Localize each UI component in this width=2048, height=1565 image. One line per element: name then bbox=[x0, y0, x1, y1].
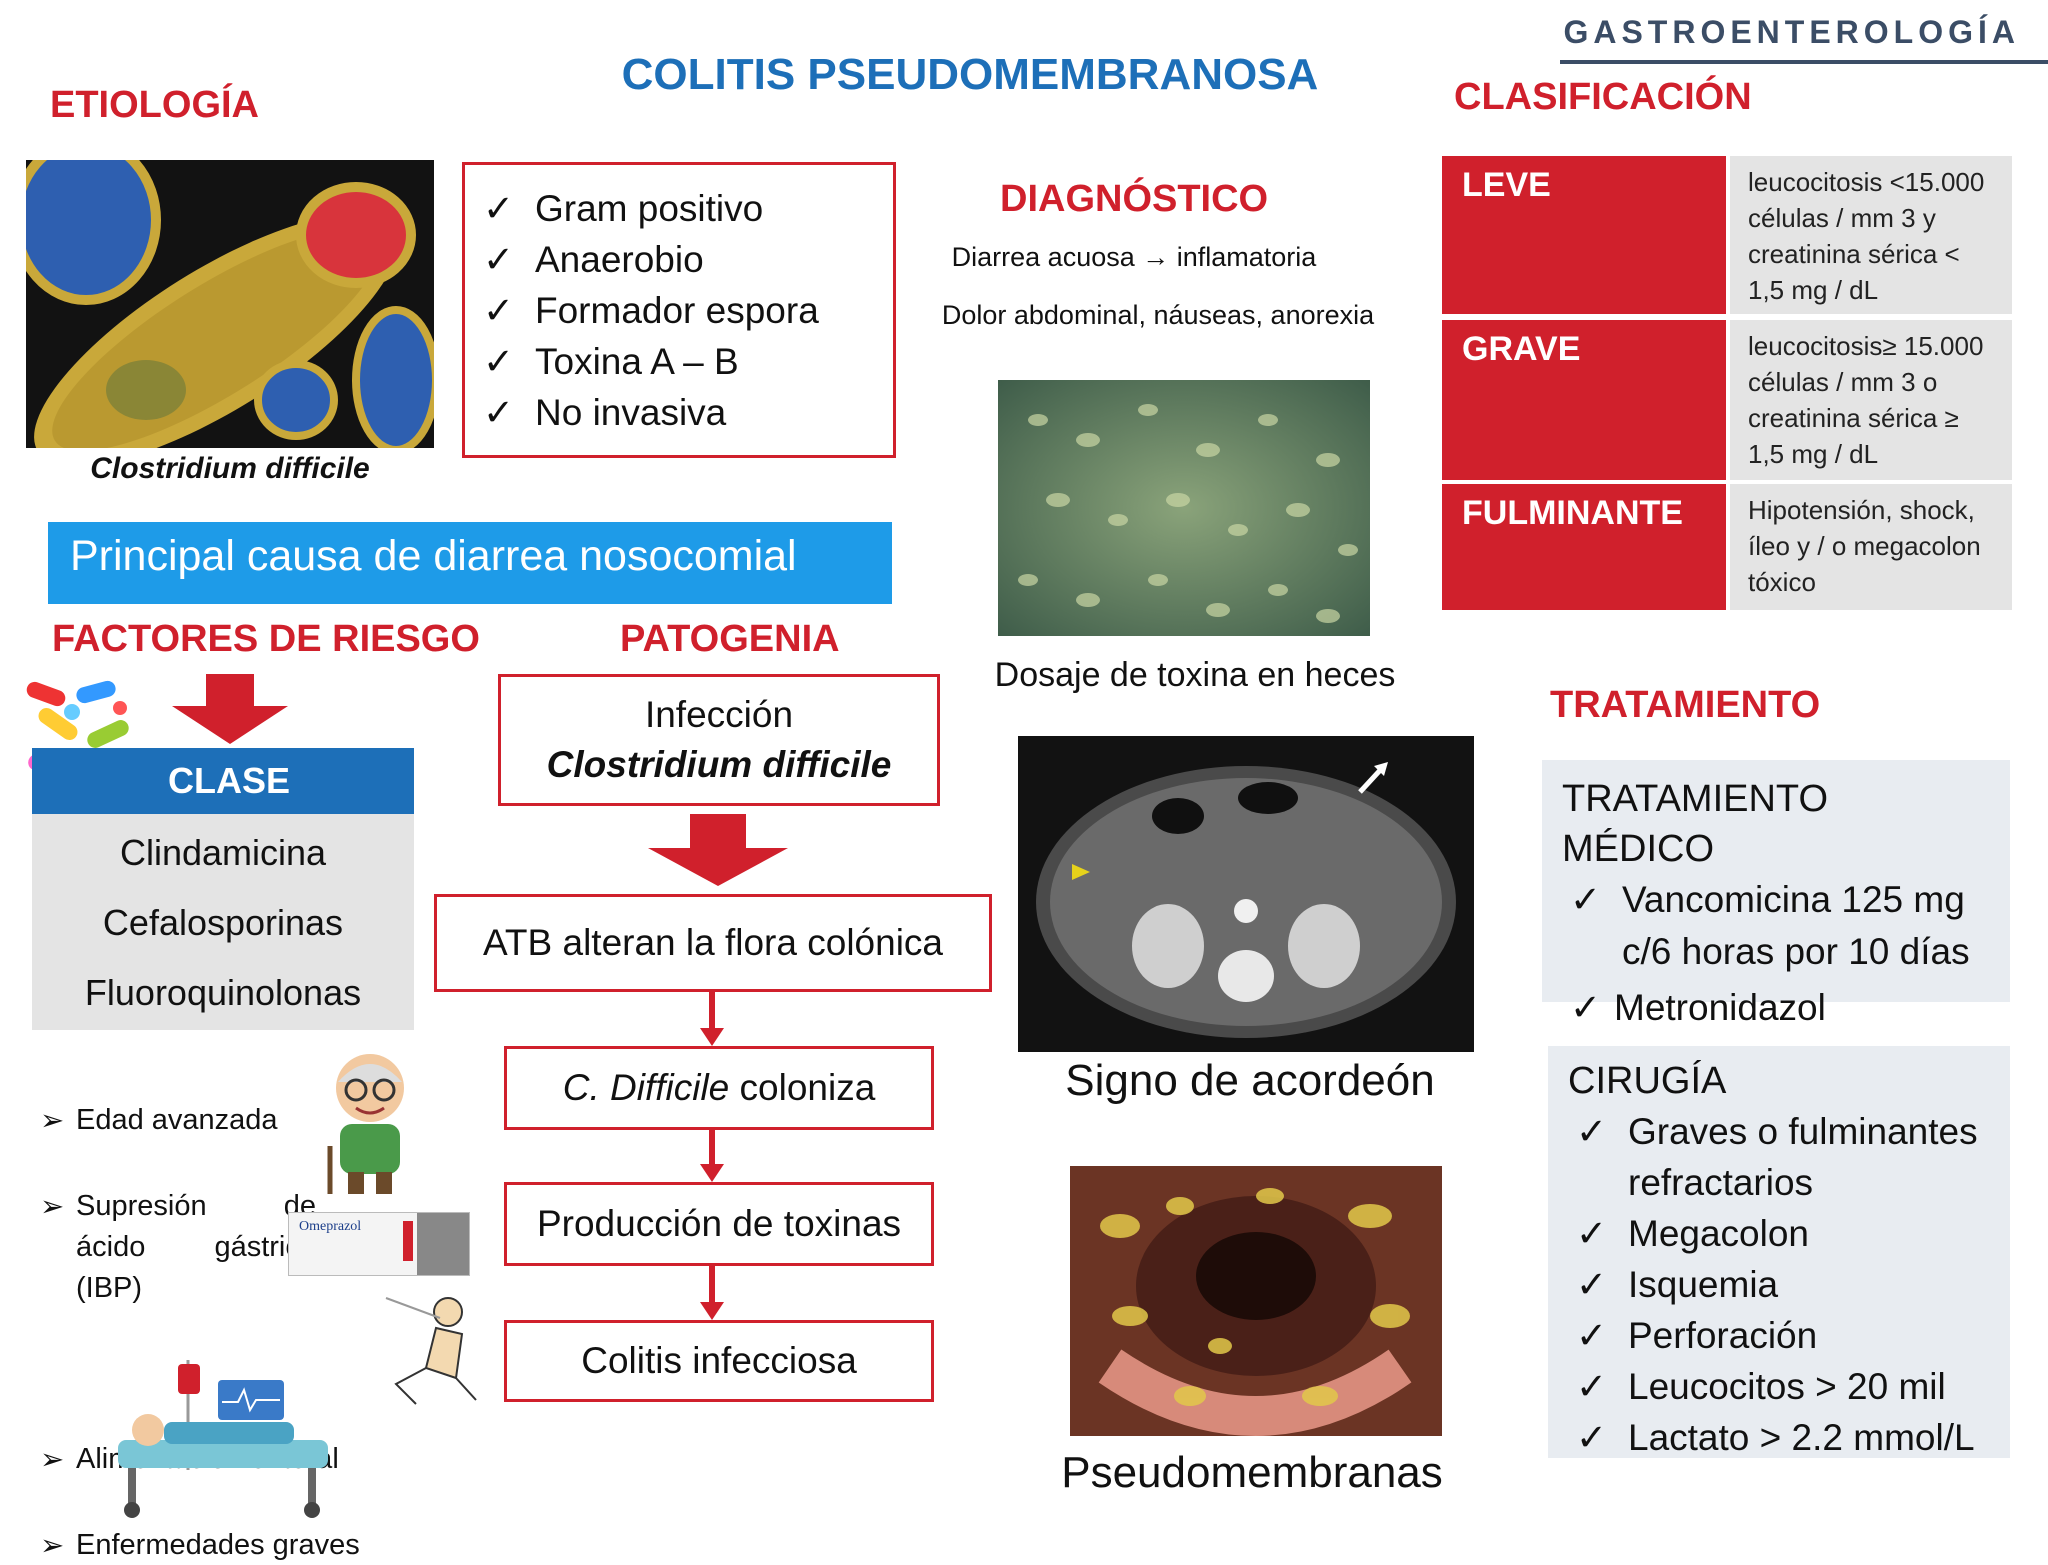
pseudomembrane-image bbox=[1070, 1166, 1442, 1436]
risk-item: Enfermedades graves bbox=[40, 1525, 416, 1565]
flow-arrow bbox=[700, 1266, 724, 1325]
patogenia-step-colitis: Colitis infecciosa bbox=[504, 1320, 934, 1402]
tratamiento-heading: TRATAMIENTO bbox=[1550, 684, 1821, 726]
trait-item: Gram positivo bbox=[475, 183, 883, 234]
tratamiento-medico-box: TRATAMIENTO MÉDICO Vancomicina 125 mg c/… bbox=[1542, 760, 2010, 1034]
factores-down-arrow bbox=[172, 674, 288, 749]
page-title: COLITIS PSEUDOMEMBRANOSA bbox=[621, 50, 1319, 99]
omeprazol-label: Omeprazol bbox=[299, 1219, 362, 1234]
diagnostico-heading: DIAGNÓSTICO bbox=[1000, 178, 1269, 220]
drug-item: Clindamicina bbox=[119, 832, 327, 873]
traits-box: Gram positivo Anaerobio Formador espora … bbox=[462, 162, 896, 458]
flow-arrow bbox=[700, 1130, 724, 1187]
bacteria-caption: Clostridium difficile bbox=[90, 452, 370, 485]
class-header: CLASE bbox=[32, 748, 414, 814]
trait-item: Toxina A – B bbox=[475, 336, 883, 387]
nosocomial-banner-text: Principal causa de diarrea nosocomial bbox=[70, 532, 797, 580]
drug-item: Fluoroquinolonas bbox=[84, 972, 362, 1013]
box-stripe bbox=[403, 1221, 413, 1261]
trait-item: No invasiva bbox=[475, 387, 883, 438]
nosocomial-banner: Principal causa de diarrea nosocomial bbox=[48, 522, 892, 604]
step-coloniza-italic: C. Difficile bbox=[562, 1067, 730, 1108]
mucosa-caption: Dosaje de toxina en heces bbox=[994, 656, 1396, 694]
tratamiento-medico-item: Vancomicina 125 mg c/6 horas por 10 días bbox=[1562, 874, 1990, 978]
step-infeccion-line2: Clostridium difficile bbox=[546, 744, 892, 785]
ct-caption: Signo de acordeón bbox=[1065, 1056, 1435, 1105]
mucosa-image bbox=[998, 380, 1370, 636]
cirugia-box: CIRUGÍA Graves o fulminantes refractario… bbox=[1548, 1046, 2010, 1463]
step-toxinas-text: Producción de toxinas bbox=[536, 1203, 902, 1244]
patogenia-step-infeccion: Infección Clostridium difficile bbox=[498, 674, 940, 806]
cls-desc-leve: leucocitosis <15.000 células / mm 3 y cr… bbox=[1730, 156, 2012, 314]
drug-item: Cefalosporinas bbox=[102, 902, 344, 943]
drug-class-box: Clindamicina Cefalosporinas Fluoroquinol… bbox=[32, 814, 414, 1030]
clasificacion-heading: CLASIFICACIÓN bbox=[1454, 76, 1752, 118]
cls-label-leve: LEVE bbox=[1442, 156, 1726, 314]
hospital-bed-illustration bbox=[108, 1360, 334, 1520]
cls-label-grave: GRAVE bbox=[1442, 320, 1726, 480]
step-infeccion-line1: Infección bbox=[644, 694, 794, 735]
risk-item: Supresión de ácido gástrico (IBP) bbox=[40, 1186, 316, 1309]
pseudomembrane-caption: Pseudomembranas bbox=[1061, 1448, 1443, 1497]
cirugia-item: Leucocitos > 20 mil bbox=[1568, 1361, 1990, 1412]
brand-text: GASTROENTEROLOGÍA bbox=[1563, 14, 2020, 50]
bacteria-image bbox=[26, 160, 434, 448]
step-coloniza-rest: coloniza bbox=[729, 1067, 876, 1108]
blister-pack bbox=[417, 1213, 469, 1275]
cirugia-item: Lactato > 2.2 mmol/L bbox=[1568, 1412, 1990, 1463]
class-header-label: CLASE bbox=[168, 760, 291, 801]
cirugia-title: CIRUGÍA bbox=[1568, 1060, 1727, 1102]
patogenia-heading: PATOGENIA bbox=[620, 618, 840, 660]
patogenia-big-arrow bbox=[648, 814, 788, 891]
factores-heading: FACTORES DE RIESGO bbox=[52, 618, 480, 660]
cirugia-item: Graves o fulminantes refractarios bbox=[1568, 1106, 1990, 1208]
diagnostico-line2: Dolor abdominal, náuseas, anorexia bbox=[941, 300, 1375, 330]
brand-underline bbox=[1560, 60, 2048, 64]
step-atb-text: ATB alteran la flora colónica bbox=[483, 922, 943, 963]
omeprazol-box-image: Omeprazol bbox=[288, 1212, 470, 1276]
cls-desc-fulminante: Hipotensión, shock, íleo y / o megacolon… bbox=[1730, 484, 2012, 610]
ct-scan-image bbox=[1018, 736, 1474, 1052]
risk-item: Edad avanzada bbox=[40, 1100, 336, 1140]
cls-desc-grave: leucocitosis≥ 15.000 células / mm 3 o cr… bbox=[1730, 320, 2012, 480]
etiologia-heading: ETIOLOGÍA bbox=[50, 84, 259, 126]
tratamiento-medico-item: Metronidazol bbox=[1562, 982, 1990, 1034]
trait-item: Formador espora bbox=[475, 285, 883, 336]
trait-item: Anaerobio bbox=[475, 234, 883, 285]
cirugia-item: Megacolon bbox=[1568, 1208, 1990, 1259]
brand-header: GASTROENTEROLOGÍA bbox=[1560, 14, 2048, 68]
flow-arrow bbox=[700, 992, 724, 1051]
patient-sketch-illustration bbox=[376, 1288, 496, 1410]
patogenia-step-coloniza: C. Difficile coloniza bbox=[504, 1046, 934, 1130]
cls-label-fulminante: FULMINANTE bbox=[1442, 484, 1726, 610]
diagnostico-line1: Diarrea acuosa → inflamatoria bbox=[951, 242, 1317, 272]
step-colitis-text: Colitis infecciosa bbox=[581, 1340, 857, 1381]
patogenia-step-toxinas: Producción de toxinas bbox=[504, 1182, 934, 1266]
cirugia-item: Perforación bbox=[1568, 1310, 1990, 1361]
elderly-man-illustration bbox=[300, 1046, 440, 1196]
tratamiento-medico-title: TRATAMIENTO MÉDICO bbox=[1562, 778, 1828, 870]
patogenia-step-atb: ATB alteran la flora colónica bbox=[434, 894, 992, 992]
cirugia-item: Isquemia bbox=[1568, 1259, 1990, 1310]
